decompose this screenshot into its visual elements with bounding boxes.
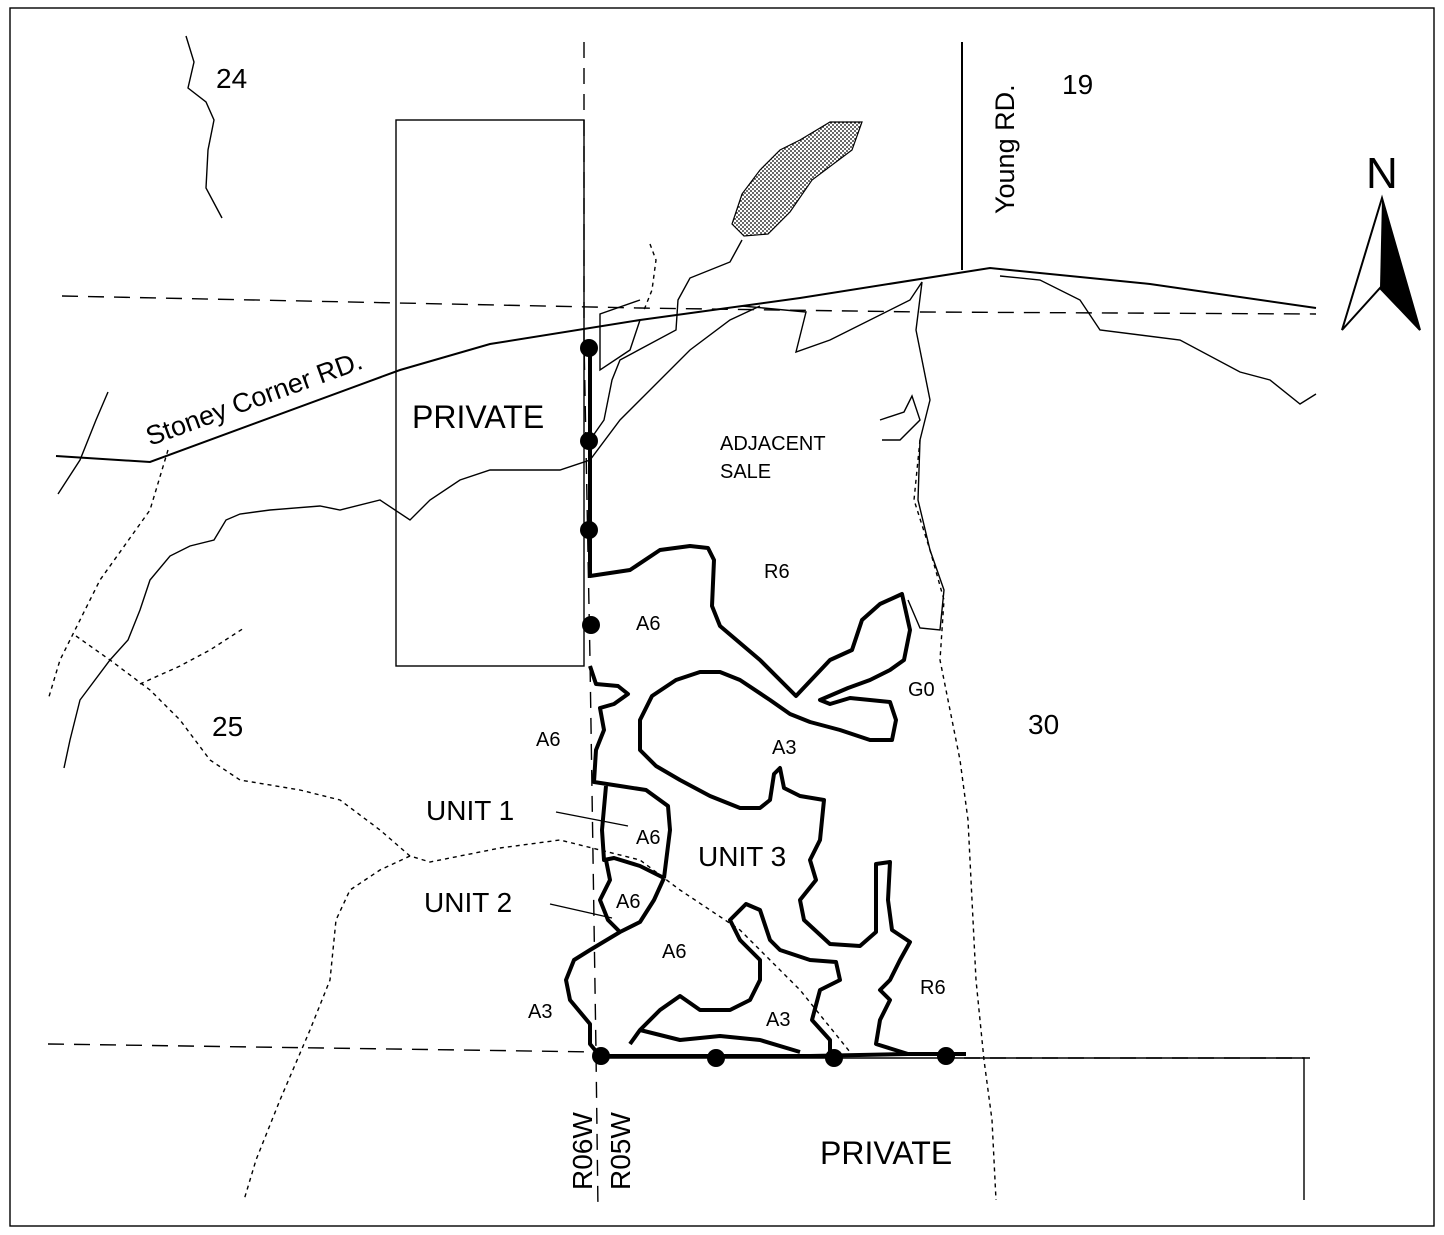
stream-nw [185, 35, 223, 219]
corner-marker [580, 339, 598, 357]
stand-label: A6 [536, 729, 560, 751]
stand-label: R6 [764, 561, 790, 583]
section-25-label: 25 [212, 711, 243, 742]
private-parcel-top [395, 119, 585, 667]
stand-label: A6 [636, 827, 660, 849]
unit-2-label: UNIT 2 [424, 887, 512, 918]
young-road-label: Young RD. [990, 84, 1020, 214]
unit2-inner [598, 859, 622, 934]
stand-label: A6 [616, 891, 640, 913]
trail-west [47, 449, 169, 701]
private-bottom-label: PRIVATE [820, 1135, 952, 1171]
corner-marker [580, 521, 598, 539]
a3-bottom-boundary [628, 902, 842, 1054]
stream-east-inlet [879, 394, 921, 441]
stream-far-west [57, 391, 109, 495]
corner-marker [582, 616, 600, 634]
stand-label: A3 [528, 1001, 552, 1023]
stream-west [63, 305, 761, 769]
range-east-label: R05W [605, 1112, 636, 1190]
stand-label: A6 [636, 613, 660, 635]
unit1-leader [555, 811, 629, 827]
trail-spur [139, 627, 245, 685]
stand-label: A3 [772, 737, 796, 759]
stand-label: A3 [766, 1009, 790, 1031]
unit-3-label: UNIT 3 [698, 841, 786, 872]
unit1-boundary [600, 785, 665, 880]
corner-marker [707, 1049, 725, 1067]
stand-label: G0 [908, 679, 935, 701]
stream-loop [599, 299, 641, 372]
lake [731, 121, 863, 237]
trail-north [643, 243, 657, 311]
adjacent-sale-label: ADJACENT [720, 433, 826, 455]
section-30-label: 30 [1028, 709, 1059, 740]
section-19-label: 19 [1062, 69, 1093, 100]
section-line-north [61, 295, 1317, 315]
map-border [9, 7, 1435, 1227]
private-top-label: PRIVATE [412, 399, 544, 435]
corner-marker [937, 1047, 955, 1065]
private-parcel-bottom-edge [600, 1057, 1305, 1200]
corner-marker [592, 1047, 610, 1065]
corner-marker [825, 1049, 843, 1067]
north-arrow-icon [1341, 194, 1421, 331]
stand-label: R6 [920, 977, 946, 999]
unit3-boundary [588, 340, 966, 1056]
corner-marker [580, 432, 598, 450]
adjacent-sale-label-2: SALE [720, 461, 771, 483]
stream-from-lake [589, 239, 743, 441]
section-line-south-west [47, 1043, 601, 1053]
range-west-label: R06W [567, 1112, 598, 1190]
stand-label: A6 [662, 941, 686, 963]
unit2-boundary [564, 877, 666, 1058]
adjacent-sale-boundary [741, 281, 945, 631]
unit-1-label: UNIT 1 [426, 795, 514, 826]
trail-east [913, 439, 997, 1201]
unit2-leader [549, 903, 613, 919]
stoney-corner-road-label: Stoney Corner RD. [142, 345, 367, 451]
section-24-label: 24 [216, 63, 247, 94]
stoney-corner-road [55, 266, 1317, 464]
trail-south-west [243, 855, 411, 1201]
stream-east [999, 275, 1317, 405]
a3-bottom-lower [639, 1028, 801, 1054]
unit1-boundary-outer [588, 665, 672, 879]
south-boundary [600, 1052, 909, 1058]
north-label: N [1366, 149, 1398, 198]
